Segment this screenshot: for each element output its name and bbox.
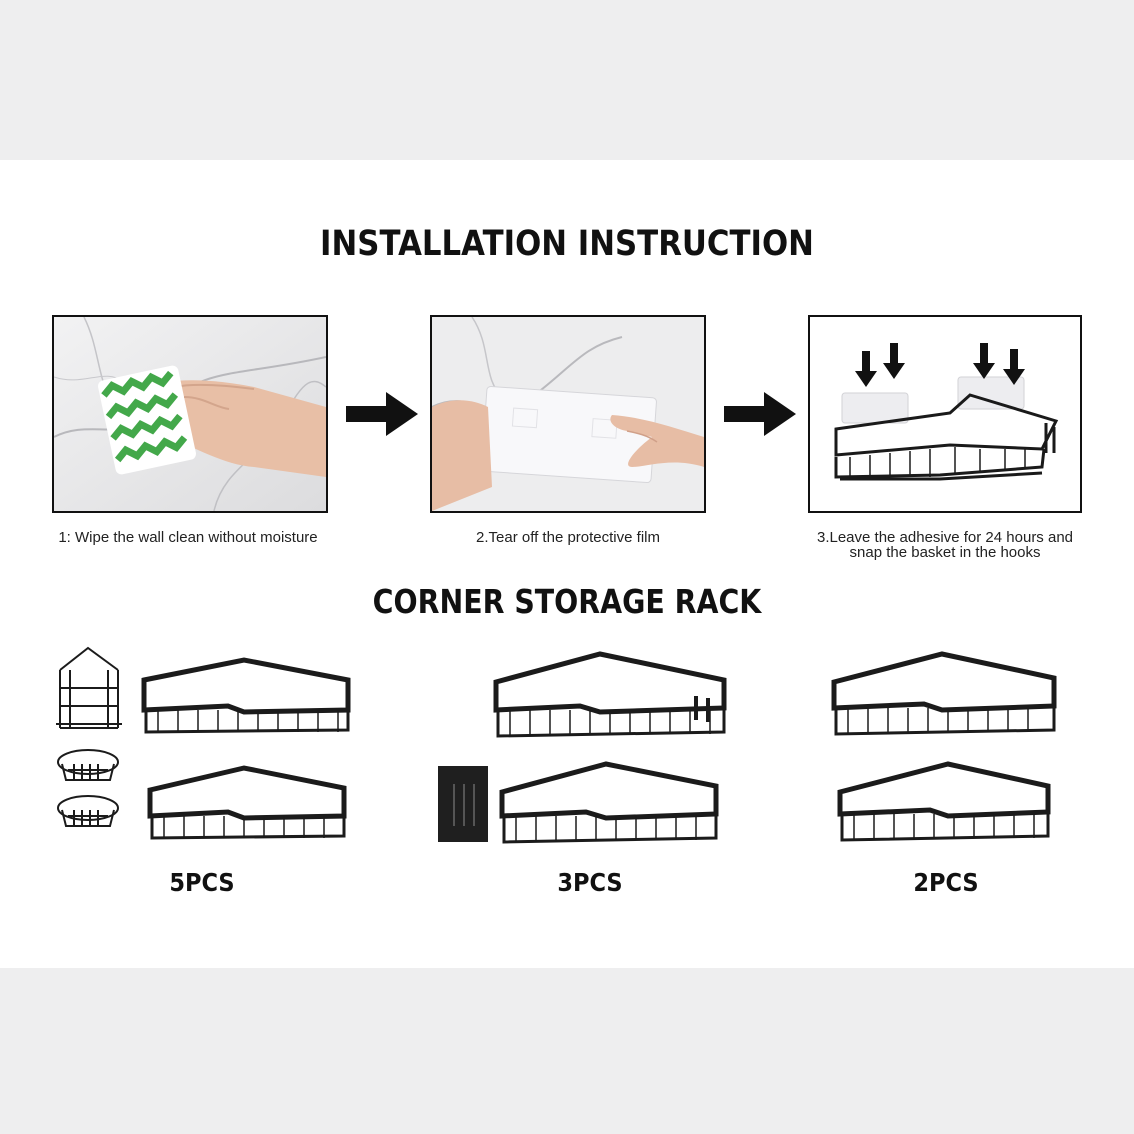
section-title: CORNER STORAGE RACK — [372, 582, 762, 621]
pack-3pcs-image — [438, 651, 727, 844]
arrow-down-icon — [855, 351, 877, 387]
arrow-down-icon — [973, 343, 995, 379]
step-3-caption-line-2: snap the basket in the hooks — [849, 544, 1041, 561]
step-2-caption: 2.Tear off the protective film — [476, 529, 660, 546]
step-3-caption-line-1: 3.Leave the adhesive for 24 hours and — [816, 529, 1074, 546]
pack-5pcs-image — [56, 646, 351, 840]
step-1-image — [52, 315, 328, 513]
pack-5pcs-label: 5PCS — [169, 868, 235, 897]
arrow-down-icon — [1003, 349, 1025, 385]
arrow-right-icon — [346, 392, 418, 436]
pack-3pcs-label: 3PCS — [557, 868, 623, 897]
step-2-image — [430, 315, 706, 513]
pack-2pcs-image — [831, 651, 1057, 842]
pack-2pcs-label: 2PCS — [913, 868, 979, 897]
arrow-right-icon — [724, 392, 796, 436]
instruction-sheet: INSTALLATION INSTRUCTION — [0, 160, 1134, 968]
arrow-down-icon — [883, 343, 905, 379]
page-title: INSTALLATION INSTRUCTION — [320, 224, 814, 264]
step-3-image — [808, 315, 1082, 513]
corner-basket-icon — [834, 393, 1059, 481]
step-3-caption: 3.Leave the adhesive for 24 hours and sn… — [786, 530, 1104, 560]
step-1-caption: 1: Wipe the wall clean without moisture — [58, 529, 318, 546]
